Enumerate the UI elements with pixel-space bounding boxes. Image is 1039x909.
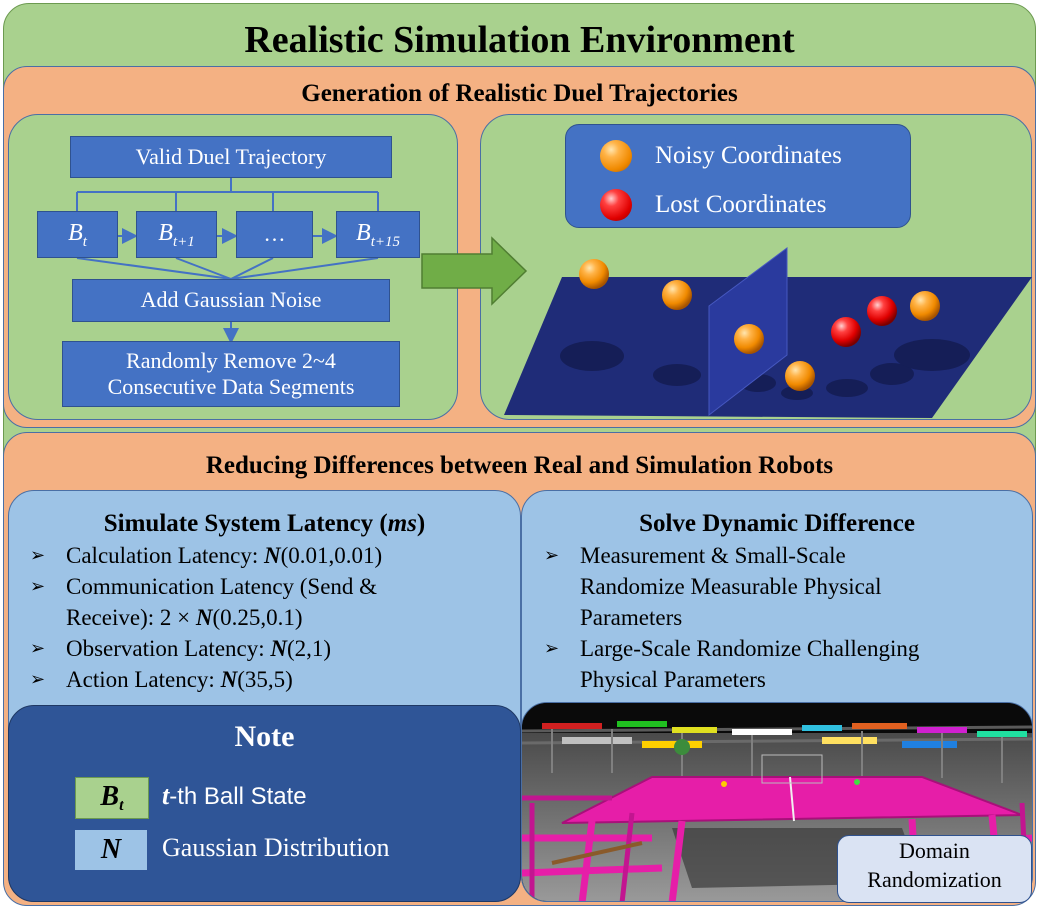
latency-item-calculation: Calculation Latency: N(0.01,0.01) [24,540,519,571]
domain-line2: Randomization [867,867,1002,892]
noisy-ball [734,324,764,354]
ellipsis-box: … [236,211,313,258]
legend-noisy-label: Noisy Coordinates [655,142,842,169]
red-ball-icon [600,189,632,221]
latency-title: Simulate System Latency (ms) [103,510,426,537]
ball-state-symbol: Bt [75,777,149,819]
ball-state-t15-box: Bt+15 [336,211,420,258]
orange-ball-icon [600,140,632,172]
table-scene [504,247,1032,418]
latency-item-action: Action Latency: N(35,5) [24,664,519,695]
latency-item-observation: Observation Latency: N(2,1) [24,633,519,664]
ball-state-t-label: Bt [68,219,87,250]
noisy-ball [785,361,815,391]
generation-title: Generation of Realistic Duel Trajectorie… [301,80,738,107]
note-panel: Note Bt t-th Ball State N Gaussian Distr… [8,705,521,902]
random-remove-box: Randomly Remove 2~4 Consecutive Data Seg… [62,341,400,407]
ball-shadows [560,339,970,400]
gaussian-label: Gaussian Distribution [162,833,390,862]
ellipsis-label: … [263,221,286,247]
ball-state-t-box: Bt [37,211,118,258]
right-arrow-icon [421,236,528,306]
latency-item-communication: Communication Latency (Send &Receive): 2… [24,571,519,633]
lost-ball [831,317,861,347]
ball-state-label: t-th Ball State [162,781,307,810]
dynamic-item-large-scale: Large-Scale Randomize ChallengingPhysica… [538,633,1028,695]
gaussian-symbol: N [75,830,147,870]
note-title: Note [234,720,295,753]
domain-line1: Domain [899,838,970,863]
coordinates-legend: Noisy Coordinates Lost Coordinates [565,124,911,228]
add-gaussian-noise-box: Add Gaussian Noise [72,279,390,322]
lost-ball [867,296,897,326]
ball-state-t1-box: Bt+1 [136,211,217,258]
domain-randomization-label: Domain Randomization [837,835,1032,903]
noisy-ball [910,291,940,321]
main-title: Realistic Simulation Environment [244,19,795,61]
noisy-ball [662,280,692,310]
ball-state-t15-label: Bt+15 [356,219,400,250]
valid-duel-trajectory-box: Valid Duel Trajectory [70,136,392,178]
random-remove-line1: Randomly Remove 2~4 [126,347,336,373]
ball-state-t1-label: Bt+1 [158,219,195,250]
reducing-title: Reducing Differences between Real and Si… [205,452,834,479]
noisy-ball [579,259,609,289]
random-remove-line2: Consecutive Data Segments [107,374,355,399]
latency-list: Calculation Latency: N(0.01,0.01) Commun… [24,540,519,695]
dynamic-title: Solve Dynamic Difference [639,510,915,537]
legend-lost-label: Lost Coordinates [655,191,827,218]
